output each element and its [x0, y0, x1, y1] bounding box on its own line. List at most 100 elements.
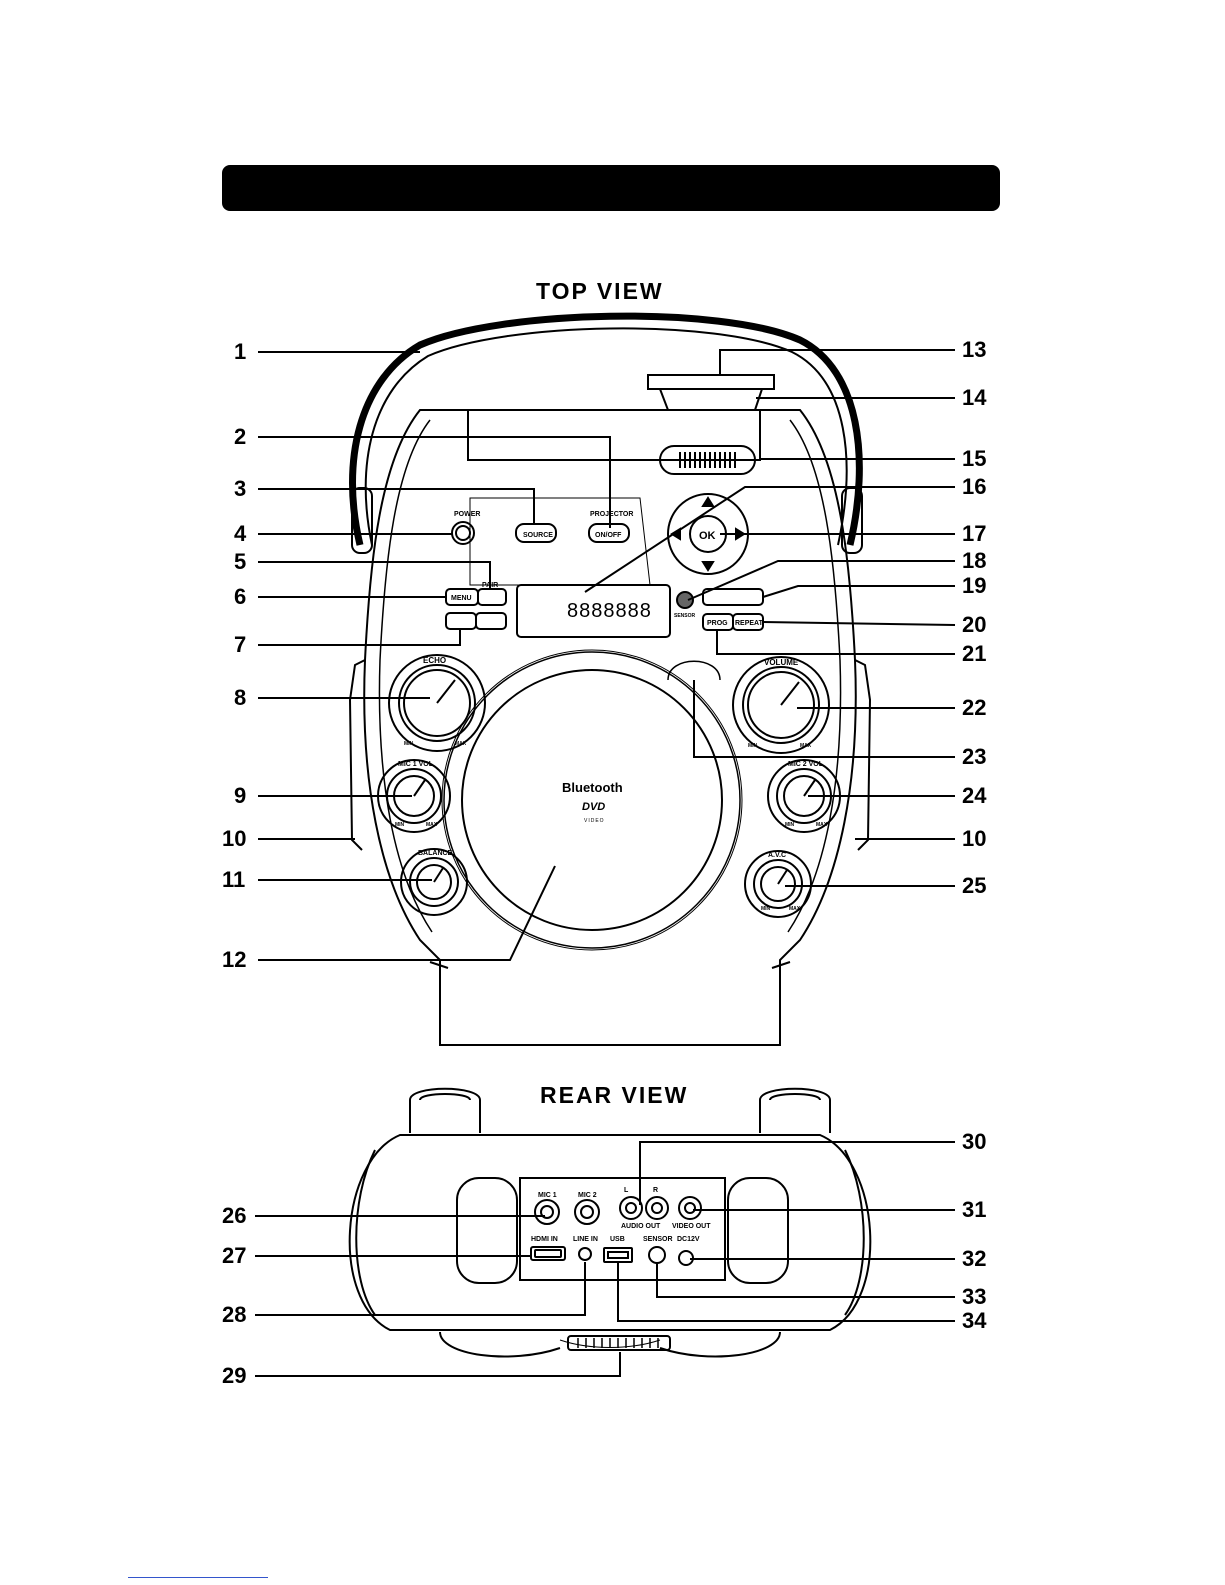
bluetooth-logo-text: Bluetooth — [562, 780, 623, 795]
hdmi-in-port — [530, 1246, 566, 1261]
avc-knob — [760, 866, 796, 902]
next-button — [475, 612, 507, 630]
callout-22: 22 — [962, 695, 987, 720]
callout-16: 16 — [962, 474, 987, 499]
top-view-title: TOP VIEW — [536, 278, 664, 304]
dc12v-label: DC12V — [677, 1236, 700, 1243]
lid-open-tab — [667, 660, 721, 681]
dvd-logo-text: DVD — [582, 801, 605, 813]
callout-25: 25 — [962, 873, 987, 898]
callout-5: 5 — [234, 549, 247, 574]
section-title-bar — [222, 165, 1000, 211]
usb-label: USB — [610, 1236, 625, 1243]
pair-button — [477, 588, 507, 606]
volume-knob — [747, 671, 815, 739]
rear-sensor-label: SENSOR — [643, 1236, 673, 1243]
callout-14: 14 — [962, 385, 987, 410]
rear-sensor — [648, 1246, 666, 1264]
mic1-jack-label: MIC 1 — [538, 1192, 557, 1199]
callout-24: 24 — [962, 783, 987, 808]
callout-7: 7 — [234, 632, 247, 657]
on-off-label: ON/OFF — [595, 532, 622, 539]
callout-23: 23 — [962, 744, 987, 769]
callout-31: 31 — [962, 1197, 987, 1222]
echo-min-label: MIN — [404, 741, 414, 747]
callout-30: 30 — [962, 1129, 987, 1154]
audio-out-left-jack — [619, 1196, 643, 1220]
callout-20: 20 — [962, 612, 987, 637]
audio-out-label: AUDIO OUT — [621, 1223, 661, 1230]
rear-view-title: REAR VIEW — [540, 1082, 689, 1108]
mic1-max-label: MAX — [426, 822, 438, 828]
volume-max-label: MAX — [800, 743, 812, 749]
callout-28: 28 — [222, 1302, 247, 1327]
callout-1: 1 — [234, 339, 247, 364]
mic2-min-label: MIN — [785, 822, 795, 828]
callout-26: 26 — [222, 1203, 247, 1228]
audio-out-right-jack — [645, 1196, 669, 1220]
mic1-min-label: MIN — [395, 822, 405, 828]
callout-21: 21 — [962, 641, 987, 666]
callout-18: 18 — [962, 548, 987, 573]
remote-sensor — [676, 591, 694, 609]
audio-l-label: L — [624, 1187, 629, 1194]
prog-label: PROG — [707, 620, 728, 627]
video-out-label: VIDEO OUT — [672, 1223, 711, 1230]
callout-2: 2 — [234, 424, 247, 449]
callout-12: 12 — [222, 947, 247, 972]
lcd-digits: 8888888 — [567, 600, 652, 622]
rear-dial — [567, 1335, 671, 1351]
video-out-jack — [678, 1196, 702, 1220]
callout-15: 15 — [962, 446, 987, 471]
avc-max-label: MAX — [789, 906, 801, 912]
footer-link-underline — [128, 1577, 268, 1578]
mic1-jack — [534, 1199, 560, 1225]
menu-label: MENU — [451, 595, 472, 602]
rear-connector-panel — [519, 1177, 726, 1281]
focus-wheel-housing — [659, 445, 756, 475]
mic2-jack-label: MIC 2 — [578, 1192, 597, 1199]
callout-17: 17 — [962, 521, 987, 546]
callout-34: 34 — [962, 1308, 987, 1333]
balance-knob — [416, 864, 452, 900]
audio-r-label: R — [653, 1187, 658, 1194]
callout-32: 32 — [962, 1246, 987, 1271]
callout-33: 33 — [962, 1284, 987, 1309]
callout-10-left: 10 — [222, 826, 247, 851]
mic2-max-label: MAX — [816, 822, 828, 828]
video-logo-text: VIDEO — [584, 818, 605, 824]
callout-8: 8 — [234, 685, 247, 710]
repeat-label: REPEAT — [735, 620, 764, 627]
prev-button — [445, 612, 477, 630]
callout-11: 11 — [222, 867, 246, 892]
power-label: POWER — [454, 511, 480, 518]
mic1-vol-label: MIC 1 VOL — [398, 761, 434, 768]
callout-leaders — [255, 349, 956, 1377]
callout-3: 3 — [234, 476, 247, 501]
callout-27: 27 — [222, 1243, 247, 1268]
mic2-vol-label: MIC 2 VOL — [788, 761, 824, 768]
rear-body-outline — [348, 1134, 872, 1331]
callout-10-right: 10 — [962, 826, 987, 851]
echo-knob — [403, 669, 471, 737]
callout-4: 4 — [234, 521, 247, 546]
volume-min-label: MIN — [748, 743, 758, 749]
lcd-display — [516, 584, 671, 638]
volume-label: VOLUME — [764, 658, 799, 667]
source-label: SOURCE — [523, 532, 553, 539]
callout-9: 9 — [234, 783, 247, 808]
hdmi-in-label: HDMI IN — [531, 1236, 558, 1243]
avc-min-label: MIN — [761, 906, 771, 912]
play-pause-button — [702, 588, 764, 606]
callout-29: 29 — [222, 1363, 247, 1388]
source-button — [515, 523, 557, 543]
projector-lens — [647, 374, 775, 390]
line-in-label: LINE IN — [573, 1236, 598, 1243]
disc-lid — [461, 669, 723, 931]
echo-label: ECHO — [423, 656, 446, 665]
echo-max-label: MAX — [455, 741, 467, 747]
callout-6: 6 — [234, 584, 247, 609]
line-in-jack — [578, 1247, 592, 1261]
ok-label: OK — [699, 530, 716, 542]
